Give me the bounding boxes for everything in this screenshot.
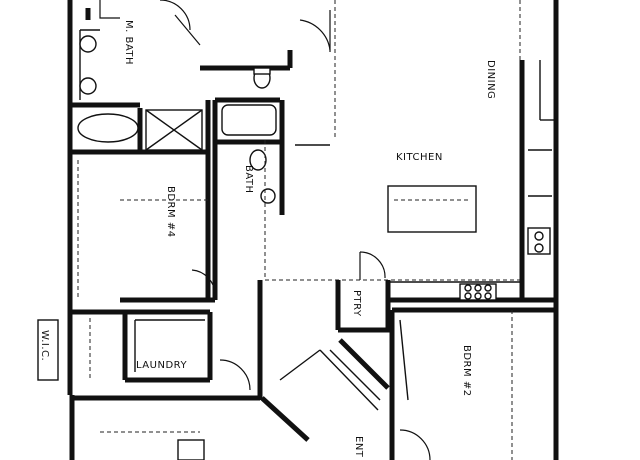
toilet-tank-icon bbox=[253, 67, 271, 75]
master-bath-area bbox=[70, 0, 293, 300]
room-label-kitchen: KITCHEN bbox=[396, 152, 443, 163]
toilet-icon bbox=[249, 149, 267, 171]
entry-bench bbox=[177, 439, 205, 460]
room-label-wic: W.I.C. bbox=[39, 330, 50, 361]
sink-icon bbox=[260, 188, 276, 204]
kitchen-dining-area bbox=[264, 0, 556, 303]
room-label-bedroom4: BDRM #4 bbox=[165, 186, 176, 238]
room-label-bath: BATH bbox=[243, 165, 254, 194]
bedroom2-area bbox=[100, 307, 556, 460]
pantry-area bbox=[335, 251, 391, 333]
room-label-entry: ENT bbox=[353, 436, 364, 458]
room-label-master-bath: M. BATH bbox=[123, 20, 134, 65]
room-label-pantry: PTRY bbox=[351, 290, 362, 317]
room-label-laundry: LAUNDRY bbox=[136, 360, 187, 371]
room-label-dining: DINING bbox=[485, 60, 496, 99]
hall-bath-area bbox=[212, 10, 331, 215]
cooktop-icon bbox=[459, 283, 497, 301]
bathtub-icon bbox=[77, 113, 139, 143]
bedroom4-area bbox=[77, 160, 263, 400]
room-label-bedroom2: BDRM #2 bbox=[461, 345, 472, 397]
bathtub-icon bbox=[221, 104, 277, 136]
wic-sign-icon bbox=[37, 319, 59, 381]
sink-icon bbox=[79, 35, 97, 53]
exterior-walls bbox=[67, 0, 559, 460]
laundry-area bbox=[37, 309, 251, 391]
sink-icon bbox=[79, 77, 97, 95]
sink-icon bbox=[527, 227, 551, 255]
kitchen-island bbox=[387, 185, 477, 233]
